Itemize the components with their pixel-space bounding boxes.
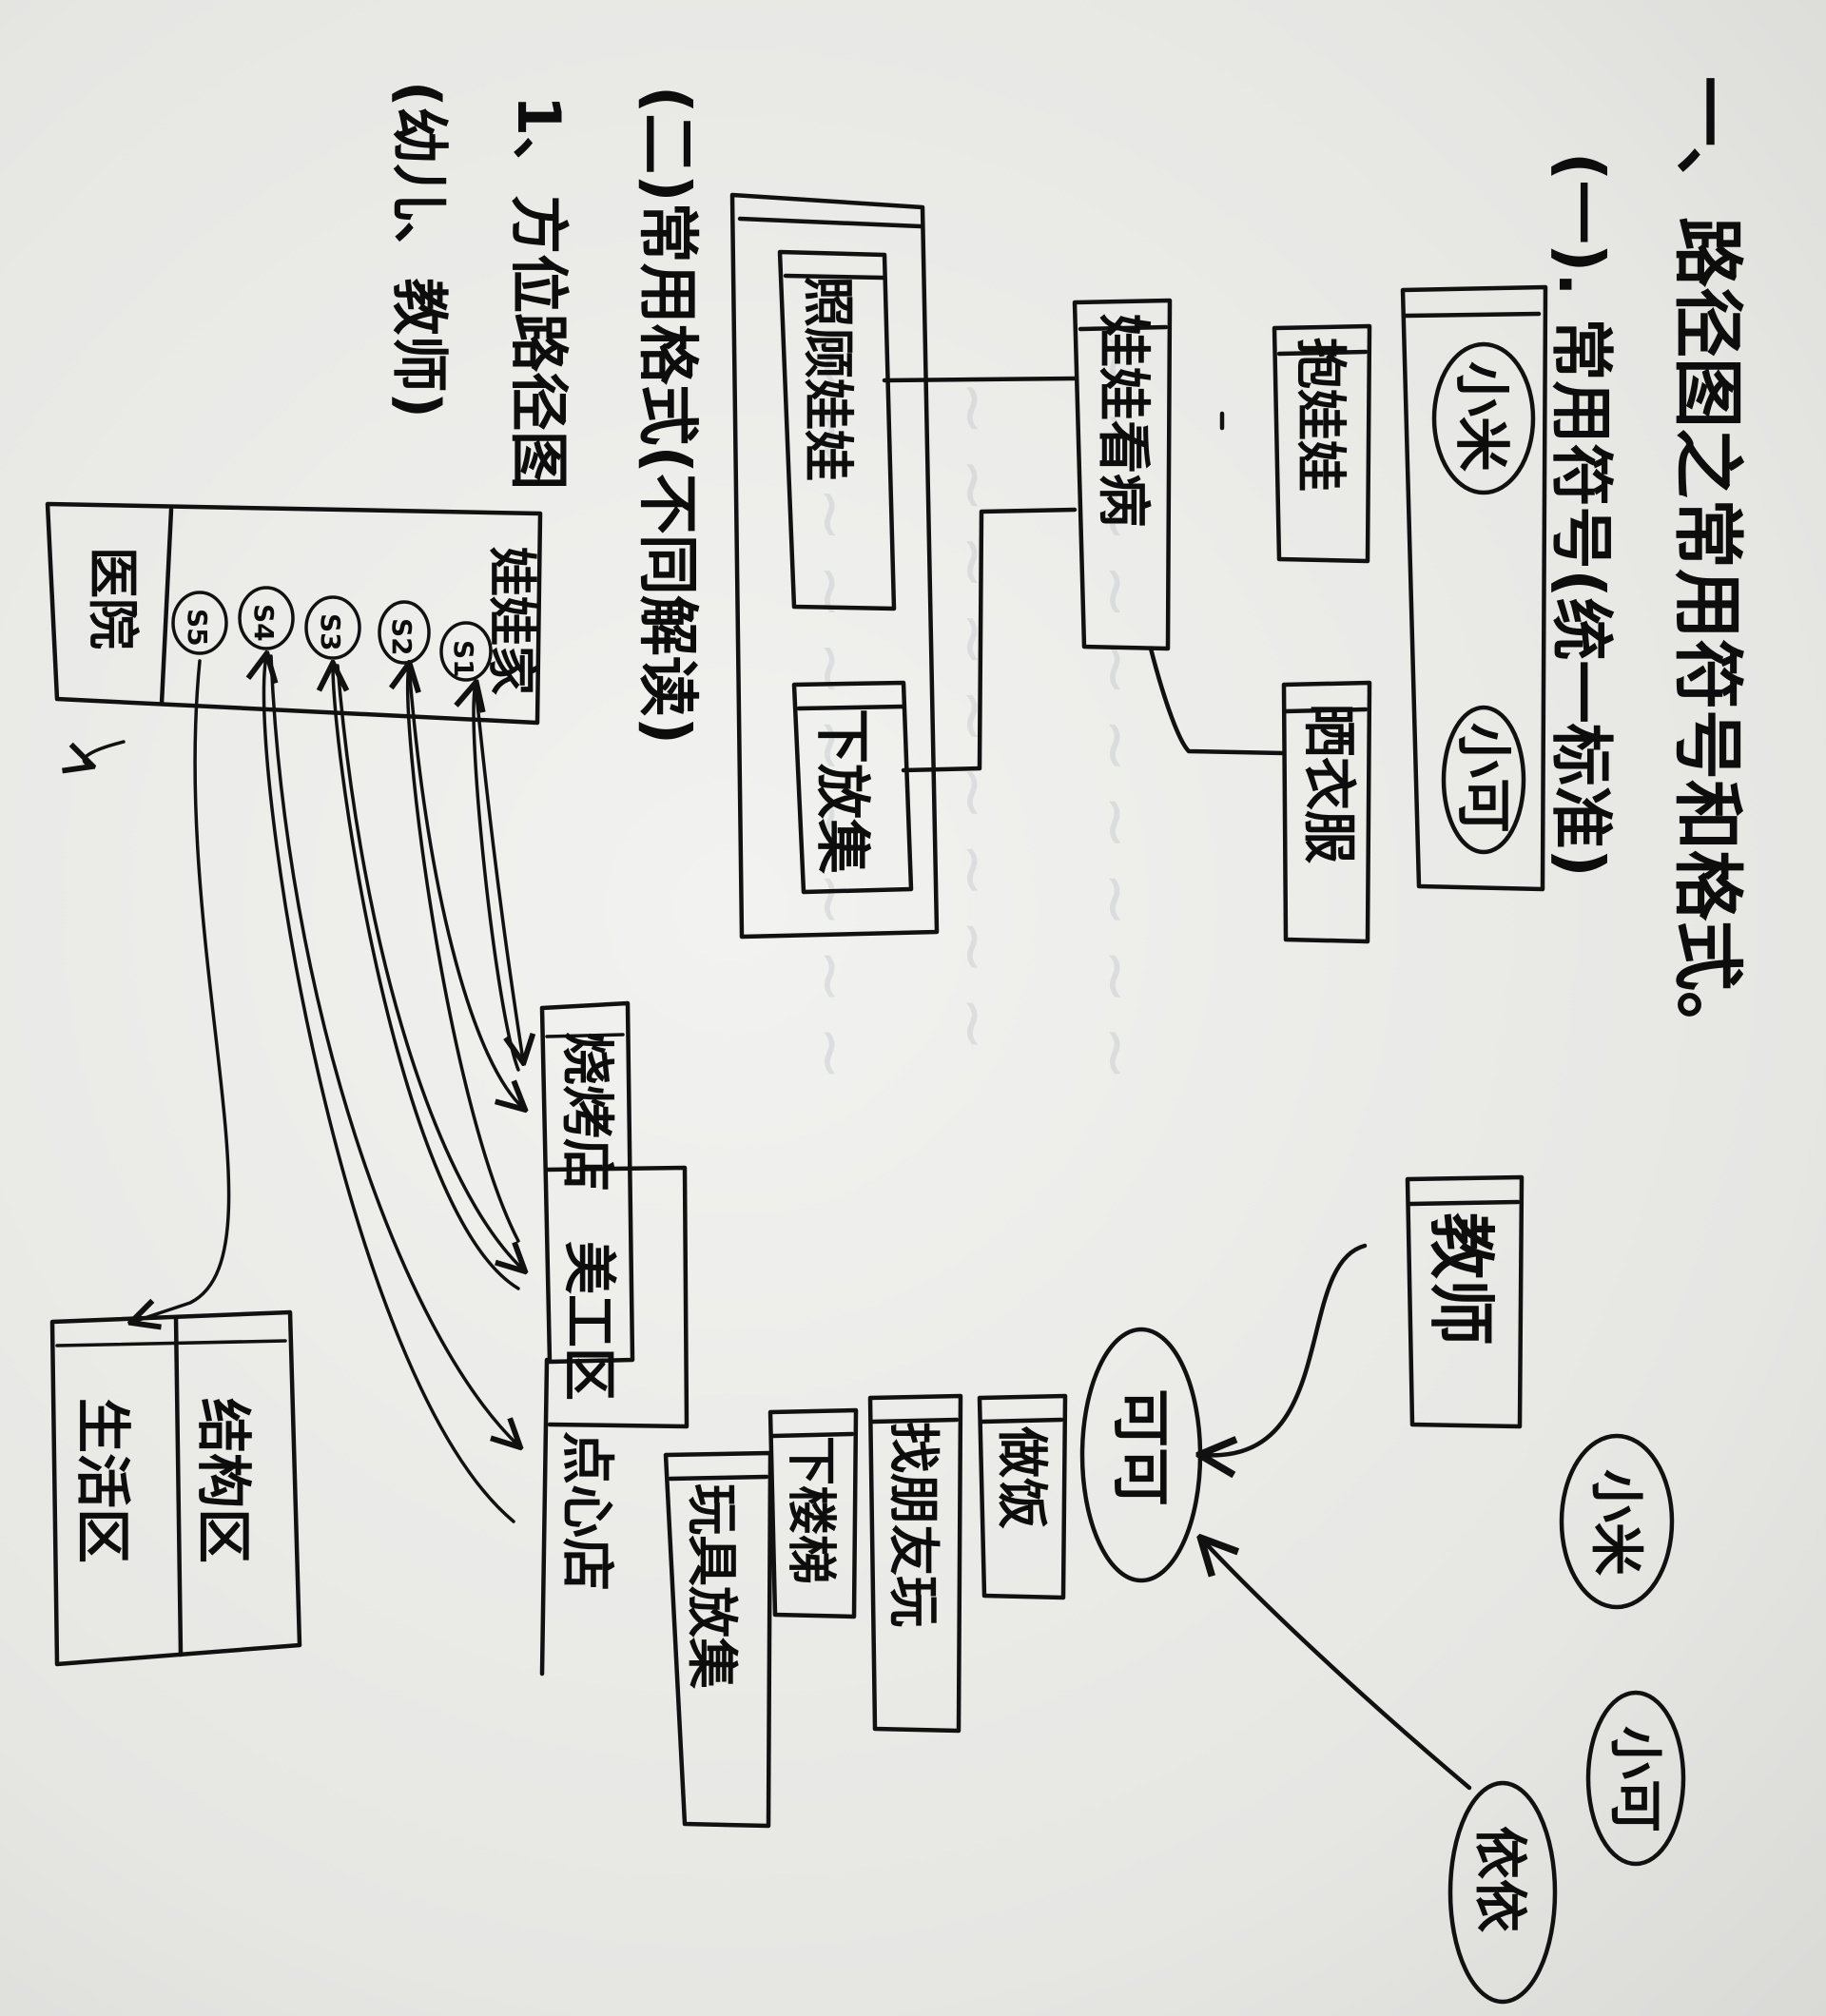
outer-group-box: 照顾娃娃 下放集: [729, 192, 940, 940]
svg-text:小米: 小米: [1584, 1469, 1646, 1576]
activity-box-toys: 玩具放集: [663, 1450, 773, 1829]
svg-text:做饭: 做饭: [992, 1425, 1052, 1529]
arrow-teacher-to-hub: [1203, 1243, 1368, 1455]
svg-text:S3: S3: [315, 613, 346, 651]
svg-text:晒衣服: 晒衣服: [1297, 704, 1359, 863]
doll-house-label: 娃娃家: [482, 547, 539, 695]
destination-column: 烧烤店 美工区 点心店: [539, 1000, 690, 1677]
destination-bbq-shop: 烧烤店: [555, 1032, 617, 1192]
svg-text:1、方位路径图: 1、方位路径图: [504, 95, 573, 490]
arrow-role-to-hub: [1203, 1541, 1472, 1791]
connector-care: [882, 376, 1078, 383]
life-area-label: 生活区: [70, 1398, 135, 1563]
role-oval-1: [1431, 341, 1536, 495]
svg-text:小可: 小可: [1603, 1726, 1665, 1832]
destination-snack-shop: 点心店: [555, 1431, 617, 1591]
doll-house-panel: 娃娃家 医院: [45, 501, 543, 726]
role-label-1: 小米: [1449, 361, 1514, 472]
areas-box: 结构区 生活区: [49, 1309, 302, 1667]
map-role-oval-1: 小米: [1559, 1433, 1675, 1610]
action-box-doll-doctor: 娃娃看病: [1072, 298, 1173, 651]
main-heading: 一、路径图之常用符号和格式。: [1666, 76, 1748, 1061]
destination-art-area: 美工区: [557, 1241, 619, 1401]
group-inner-box-2: [791, 680, 914, 895]
svg-text:照顾娃娃: 照顾娃娃: [798, 276, 858, 481]
teacher-box: 教师: [1405, 1174, 1525, 1429]
hospital-label: 医院: [83, 547, 143, 649]
svg-text:(一). 常用符号(统一标准): (一). 常用符号(统一标准): [1544, 152, 1618, 878]
map-role-oval-3: 依依: [1447, 1780, 1558, 2005]
svg-text:教师: 教师: [1422, 1212, 1500, 1346]
destination-box-art-area: [544, 1165, 690, 1429]
svg-text:(幼儿、教师): (幼儿、教师): [385, 81, 452, 418]
role-column-box: 小米 小可: [1400, 284, 1548, 892]
sub-heading-formats: (二)常用格式(不同解读): [631, 86, 702, 745]
map-role-oval-2: 小可: [1585, 1690, 1686, 1867]
svg-text:找朋友玩: 找朋友玩: [884, 1422, 943, 1627]
svg-text:S1: S1: [448, 640, 479, 678]
group-inner-box-1: [777, 249, 897, 611]
svg-text:S5: S5: [182, 609, 213, 647]
format1-subtitle: (幼儿、教师): [385, 81, 452, 418]
svg-text:依依: 依依: [1468, 1826, 1530, 1932]
svg-text:(二)常用格式(不同解读): (二)常用格式(不同解读): [631, 86, 702, 745]
svg-text:抱娃娃: 抱娃娃: [1291, 338, 1350, 492]
role-label-2: 小可: [1451, 723, 1516, 833]
child-marker-5: [171, 591, 228, 655]
role-oval-2: [1441, 705, 1526, 855]
connector-to-hang-clothes: [1148, 646, 1287, 756]
children-markers: S1 S2 S3 S4 S5: [171, 586, 493, 682]
svg-text:~ ~ ~ ~ ~ ~ ~ ~ ~: ~ ~ ~ ~ ~ ~ ~ ~ ~: [935, 380, 1013, 1052]
activity-box-stairs: 下楼梯: [767, 1407, 859, 1619]
hub-oval: 可可: [1079, 1327, 1203, 1583]
sub-heading-symbols: (一). 常用符号(统一标准): [1544, 152, 1618, 878]
svg-text:下放集: 下放集: [810, 708, 875, 874]
child-paths: [84, 656, 523, 1523]
hospital-return-arrow: [84, 740, 126, 766]
svg-text:玩具放集: 玩具放集: [682, 1483, 742, 1689]
format1-title: 1、方位路径图: [504, 95, 573, 490]
activity-box-cook: 做饭: [977, 1393, 1068, 1600]
svg-text:S2: S2: [386, 618, 418, 656]
action-box-hold-doll: 抱娃娃: [1272, 323, 1372, 564]
child-marker-3: [304, 595, 361, 660]
svg-text:S4: S4: [248, 604, 280, 642]
structure-area-label: 结构区: [191, 1398, 256, 1563]
svg-text:下楼梯: 下楼梯: [782, 1436, 839, 1584]
svg-text:一、路径图之常用符号和格式。: 一、路径图之常用符号和格式。: [1666, 76, 1748, 1061]
action-box-hang-clothes: 晒衣服: [1281, 680, 1372, 944]
connector-release: [901, 507, 1078, 773]
activity-box-friends: 找朋友玩: [867, 1393, 963, 1734]
svg-text:~ ~ ~ ~ ~ ~ ~ ~ ~ ~: ~ ~ ~ ~ ~ ~ ~ ~ ~ ~: [1078, 333, 1156, 1081]
svg-text:娃娃看病: 娃娃看病: [1092, 314, 1154, 527]
svg-text:可可: 可可: [1106, 1388, 1175, 1506]
